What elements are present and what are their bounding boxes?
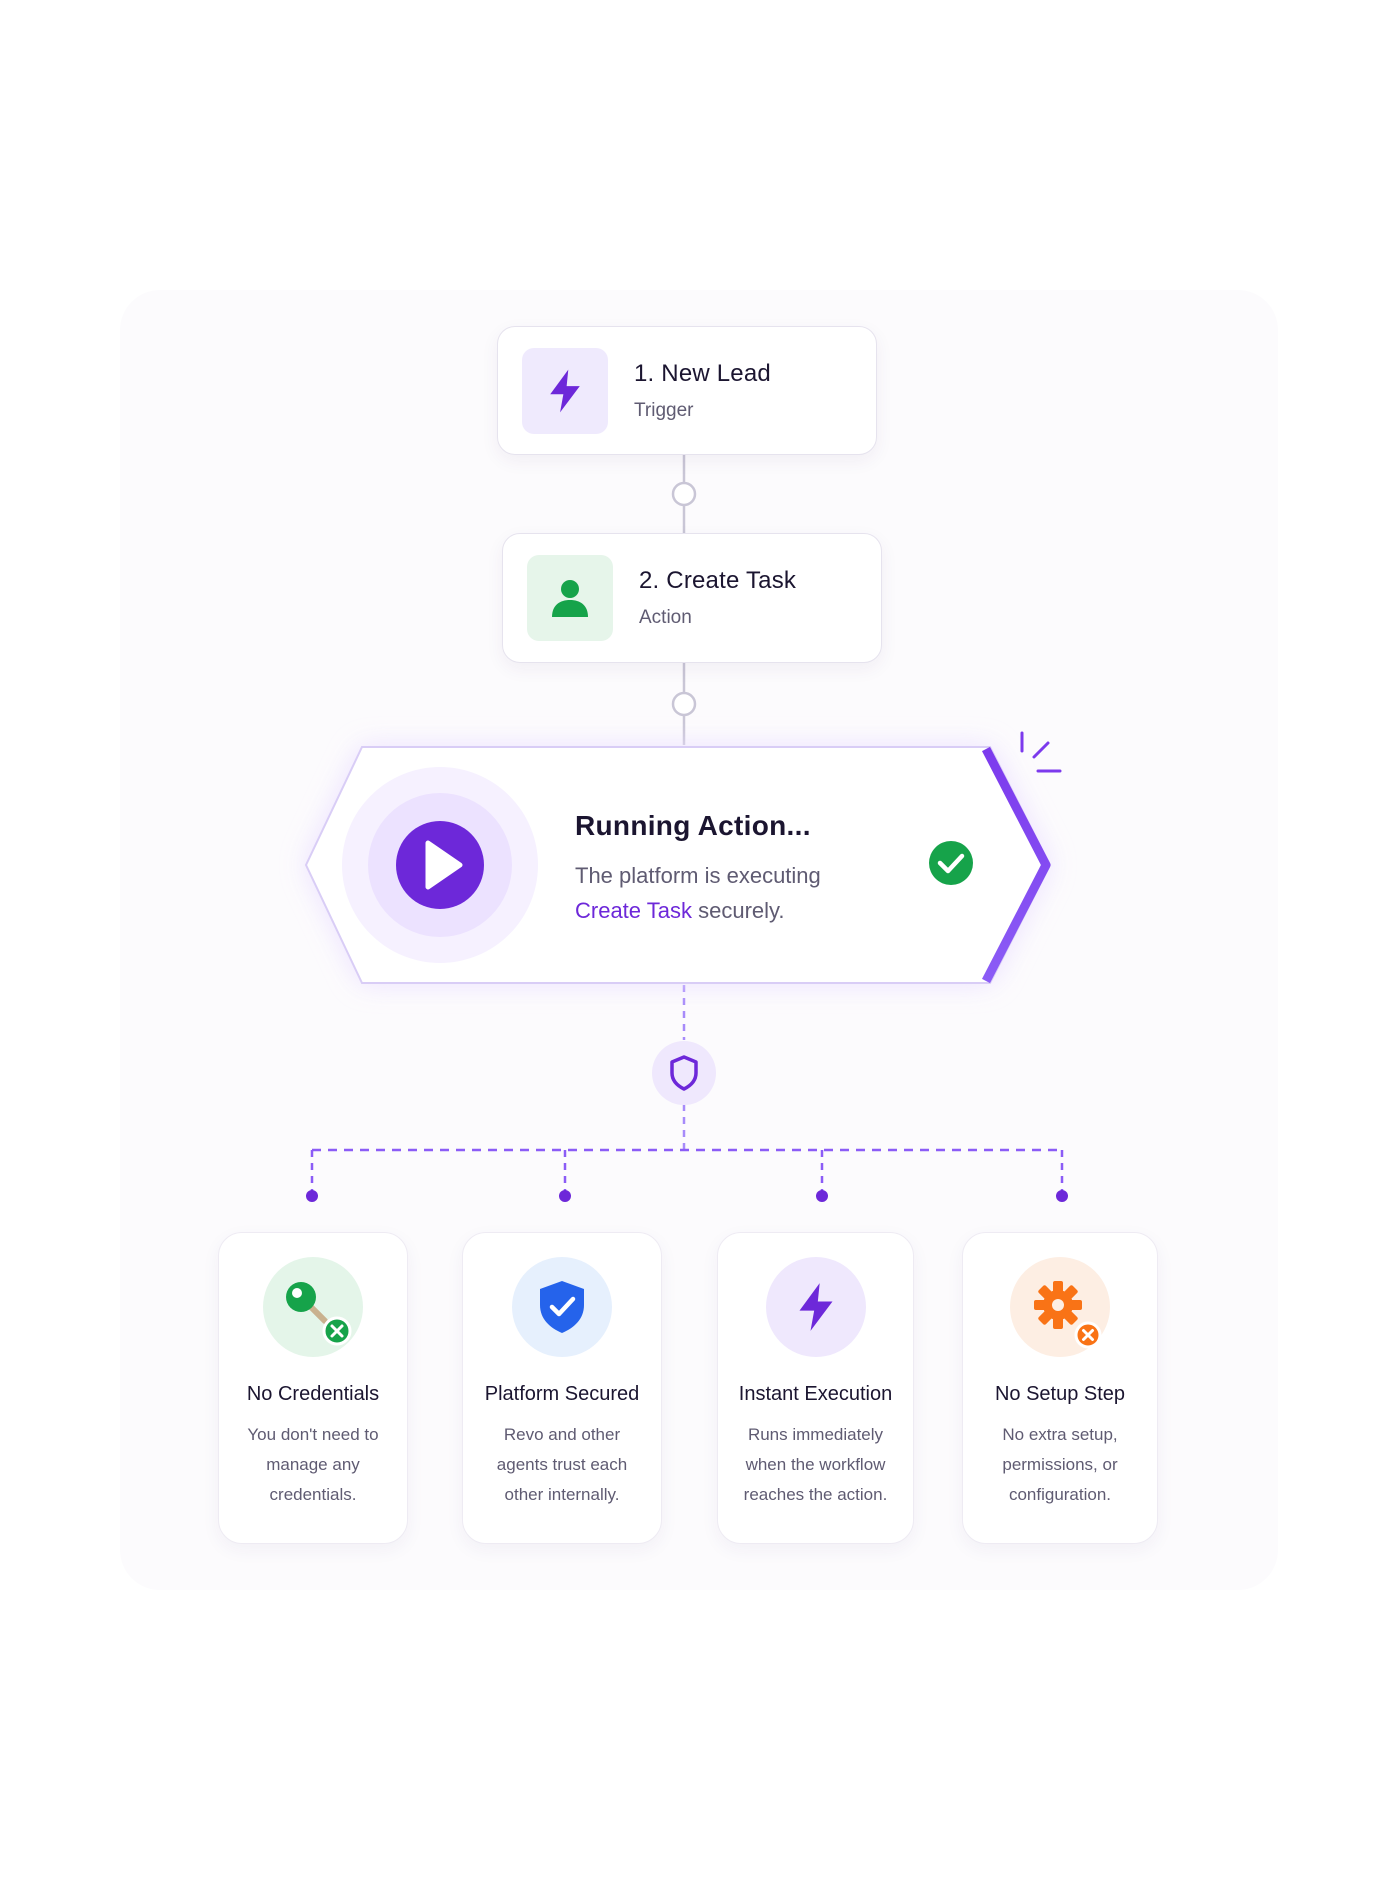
feature-desc-line: manage any	[266, 1455, 360, 1474]
feature-card-no-setup-step: No Setup Step No extra setup, permission…	[962, 1232, 1158, 1544]
sparkle-icon	[1020, 731, 1062, 773]
feature-desc-line: Runs immediately	[747, 1425, 884, 1444]
shield-icon	[652, 1041, 716, 1105]
feature-desc-line: reaches the action.	[743, 1485, 888, 1504]
feature-description: No extra setup, permissions, or configur…	[963, 1420, 1157, 1510]
feature-desc-line: permissions, or	[1002, 1455, 1118, 1474]
play-icon[interactable]	[340, 765, 540, 965]
step-type: Action	[639, 607, 692, 628]
shield-check-icon	[512, 1257, 612, 1357]
step-card-new-lead[interactable]: 1. New Lead Trigger	[497, 326, 877, 455]
feature-desc-line: credentials.	[269, 1485, 357, 1504]
step-type: Trigger	[634, 399, 694, 421]
feature-title: Platform Secured	[484, 1383, 640, 1405]
step-card-create-task[interactable]: 2. Create Task Action	[502, 533, 882, 663]
feature-title: No Credentials	[246, 1383, 380, 1405]
running-desc-suffix: securely.	[698, 898, 785, 923]
feature-description: Runs immediately when the workflow reach…	[718, 1420, 913, 1510]
feature-card-no-credentials: No Credentials You don't need to manage …	[218, 1232, 408, 1544]
feature-title: No Setup Step	[994, 1383, 1126, 1405]
feature-card-instant-execution: Instant Execution Runs immediately when …	[717, 1232, 914, 1544]
feature-title: Instant Execution	[738, 1383, 893, 1405]
feature-description: Revo and other agents trust each other i…	[463, 1420, 661, 1510]
feature-desc-line: You don't need to	[247, 1425, 379, 1444]
key-icon	[263, 1257, 363, 1357]
connector-node	[671, 691, 697, 717]
running-description: The platform is executing Create Task se…	[575, 858, 821, 928]
connector-node	[671, 481, 697, 507]
feature-desc-line: No extra setup,	[1002, 1425, 1118, 1444]
user-icon	[527, 555, 613, 641]
gear-icon	[1010, 1257, 1110, 1357]
feature-desc-line: other internally.	[504, 1485, 620, 1504]
feature-desc-line: Revo and other	[503, 1425, 621, 1444]
running-action-panel[interactable]: Running Action... The platform is execut…	[300, 731, 1070, 985]
step-title: 1. New Lead	[634, 359, 771, 387]
lightning-bolt-icon	[765, 1257, 866, 1357]
feature-card-platform-secured: Platform Secured Revo and other agents t…	[462, 1232, 662, 1544]
running-desc-line: The platform is executing	[575, 863, 821, 888]
feature-desc-line: when the workflow	[745, 1455, 886, 1474]
step-title: 2. Create Task	[639, 567, 797, 594]
running-title: Running Action...	[575, 810, 811, 841]
feature-desc-line: configuration.	[1008, 1485, 1112, 1504]
check-circle-icon	[929, 841, 973, 885]
feature-description: You don't need to manage any credentials…	[219, 1420, 407, 1510]
feature-desc-line: agents trust each	[496, 1455, 628, 1474]
create-task-link[interactable]: Create Task	[575, 898, 692, 923]
lightning-bolt-icon	[522, 347, 608, 434]
